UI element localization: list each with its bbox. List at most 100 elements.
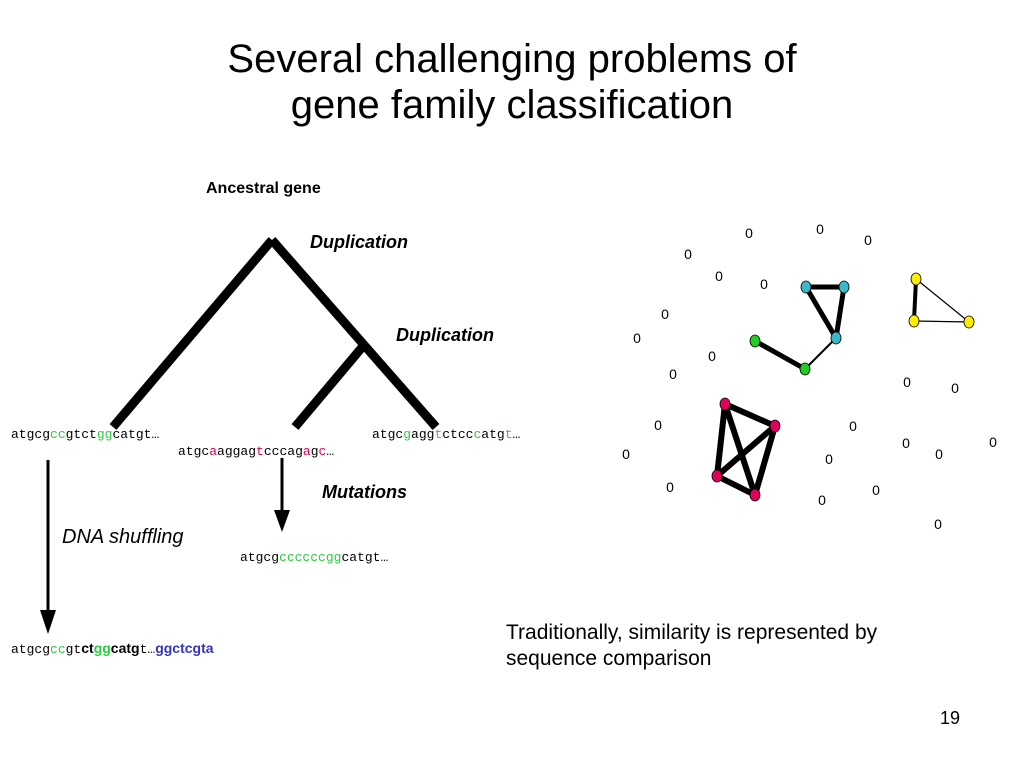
sequence-segment: a xyxy=(302,444,311,459)
isolated-node: 0 xyxy=(951,380,959,396)
ancestral-gene-label: Ancestral gene xyxy=(206,180,321,197)
sequence-segment: t xyxy=(434,427,443,442)
sequence-segment: agg xyxy=(411,427,435,442)
sequence-segment: c xyxy=(318,444,327,459)
magenta-node xyxy=(769,419,781,433)
edge xyxy=(912,277,918,323)
sequence-right: atgcgaggtctcccatgt… xyxy=(372,427,520,442)
sequence-segment: t… xyxy=(139,642,156,657)
caption: Traditionally, similarity is represented… xyxy=(506,620,877,672)
isolated-node: 0 xyxy=(864,232,872,248)
sequence-middle: atgcaaggagtcccagagc… xyxy=(178,444,334,459)
sequence-segment: atgcg xyxy=(240,550,280,565)
isolated-node: 0 xyxy=(760,276,768,292)
cyan-node xyxy=(800,280,812,294)
cyan-node xyxy=(830,331,842,345)
isolated-node: 0 xyxy=(849,418,857,434)
green-node xyxy=(799,362,811,376)
isolated-node: 0 xyxy=(825,451,833,467)
sequence-segment: atgc xyxy=(178,444,210,459)
page-title: Several challenging problems of gene fam… xyxy=(0,36,1024,128)
edge xyxy=(722,401,758,498)
sequence-segment: atgc xyxy=(372,427,404,442)
isolated-node: 0 xyxy=(715,268,723,284)
sequence-shuffled: atgcgccgtctggcatgt…ggctcgta xyxy=(11,640,214,657)
mutations-label: Mutations xyxy=(322,482,407,502)
edge xyxy=(913,320,970,323)
sequence-segment: atg xyxy=(481,427,505,442)
edge xyxy=(752,423,778,498)
sequence-mutated: atgcgccccccggcatgt… xyxy=(240,550,388,565)
isolated-node: 0 xyxy=(989,434,997,450)
title-line-1: Several challenging problems of xyxy=(227,37,797,81)
sequence-segment: … xyxy=(512,427,521,442)
green-node xyxy=(749,334,761,348)
edge xyxy=(714,401,728,479)
edge xyxy=(714,473,758,498)
mutation-arrow xyxy=(274,458,290,532)
duplication-label-2: Duplication xyxy=(396,325,494,345)
magenta-node xyxy=(749,488,761,502)
sequence-segment: catgt… xyxy=(341,550,389,565)
isolated-node: 0 xyxy=(902,435,910,451)
sequence-segment: aggag xyxy=(217,444,257,459)
tree-branch-left xyxy=(109,237,276,430)
cyan-node xyxy=(838,280,850,294)
sequence-segment: … xyxy=(326,444,335,459)
isolated-node: 0 xyxy=(872,482,880,498)
network-nodes xyxy=(711,272,975,502)
sequence-segment: cccag xyxy=(263,444,303,459)
yellow-node xyxy=(910,272,922,286)
sequence-segment: gg xyxy=(93,640,111,656)
sequence-segment: cc xyxy=(50,427,66,442)
tree-branch-right xyxy=(268,237,440,430)
yellow-node xyxy=(963,315,975,329)
edge xyxy=(915,278,970,323)
edge xyxy=(833,284,847,341)
sequence-segment: catg xyxy=(110,640,140,656)
isolated-node: 0 xyxy=(745,225,753,241)
edge xyxy=(752,338,808,372)
magenta-node xyxy=(719,397,731,411)
sequence-segment: t xyxy=(256,444,264,459)
sequence-segment: ccccccgg xyxy=(279,550,342,565)
sequence-segment: g xyxy=(403,427,412,442)
isolated-node: 0 xyxy=(903,374,911,390)
isolated-node: 0 xyxy=(935,446,943,462)
isolated-node: 0 xyxy=(934,516,942,532)
edge xyxy=(804,337,837,370)
network-edges xyxy=(714,277,970,498)
sequence-segment: t xyxy=(504,427,513,442)
isolated-node: 0 xyxy=(816,221,824,237)
sequence-segment: gt xyxy=(65,642,82,657)
isolated-node: 0 xyxy=(818,492,826,508)
isolated-node: 0 xyxy=(708,348,716,364)
sequence-segment: atgcg xyxy=(11,642,51,657)
sequence-segment: ctcc xyxy=(442,427,474,442)
edge xyxy=(803,284,839,341)
sequence-left: atgcgccgtctggcatgt… xyxy=(11,427,159,442)
isolated-node: 0 xyxy=(684,246,692,262)
dna-shuffling-arrow xyxy=(40,460,56,634)
gene-tree xyxy=(109,237,440,430)
caption-line-1: Traditionally, similarity is represented… xyxy=(506,621,878,644)
sequence-segment: gg xyxy=(96,427,113,442)
isolated-node: 0 xyxy=(622,446,630,462)
page-number: 19 xyxy=(940,708,961,728)
sequence-segment: catgt… xyxy=(112,427,160,442)
isolated-node: 0 xyxy=(666,479,674,495)
isolated-node: 0 xyxy=(654,417,662,433)
yellow-node xyxy=(908,314,920,328)
dna-shuffling-label: DNA shuffling xyxy=(62,526,184,548)
isolated-node: 0 xyxy=(633,330,641,346)
caption-line-2: sequence comparison xyxy=(506,647,712,670)
sequence-segment: g xyxy=(310,444,319,459)
sequence-segment: atgcg xyxy=(11,427,51,442)
edge xyxy=(714,423,778,479)
tree-branch-inner xyxy=(291,342,368,430)
sequence-segment: c xyxy=(473,427,482,442)
edge xyxy=(722,401,778,429)
isolated-node: 0 xyxy=(669,366,677,382)
